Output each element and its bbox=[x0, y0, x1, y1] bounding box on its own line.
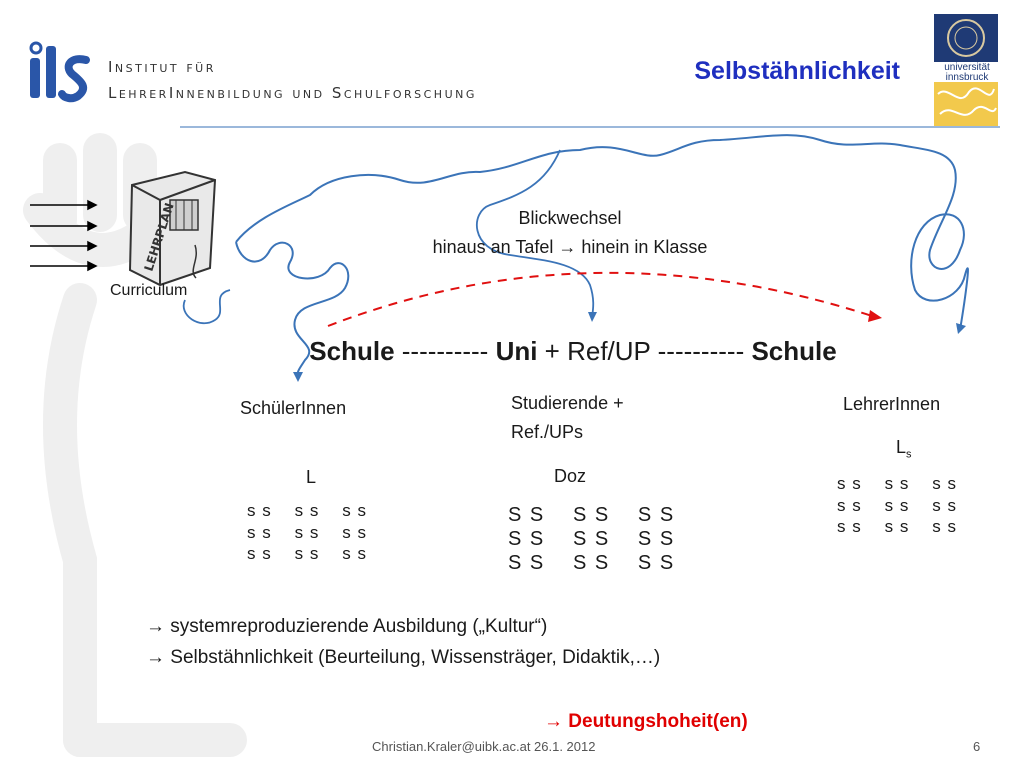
seat-row: S S S S S S bbox=[508, 552, 675, 574]
dash-2: ---------- bbox=[657, 336, 752, 366]
right-head-l: L bbox=[896, 437, 907, 457]
blickwechsel-title: Blickwechsel bbox=[518, 208, 622, 228]
left-head-l: L bbox=[306, 467, 317, 487]
dashed-arc-arrowhead bbox=[868, 310, 882, 322]
seat-row: s s s s s s bbox=[247, 501, 367, 520]
right-seat-grid: s s s s s s s s s s s s s s s s s s bbox=[837, 473, 957, 538]
wander-curve bbox=[235, 134, 969, 379]
seat-row: S S S S S S bbox=[508, 528, 675, 550]
ref-up-label: + Ref/UP bbox=[537, 336, 658, 366]
main-sequence-line: Schule ---------- Uni + Ref/UP ---------… bbox=[180, 336, 966, 367]
blickwechsel-block: Blickwechsel hinaus an Tafel → hinein in… bbox=[370, 204, 770, 262]
seat-row: s s s s s s bbox=[837, 517, 957, 536]
university-logo-text: universität innsbruck bbox=[944, 62, 990, 83]
bullet-item: → systemreproduzierende Ausbildung („Kul… bbox=[146, 616, 548, 637]
label-schuelerinnen: SchülerInnen bbox=[240, 398, 347, 418]
label-studierende-line1: Studierende + bbox=[511, 393, 624, 413]
slide-title: Selbstähnlichkeit bbox=[694, 57, 900, 85]
dash-1: ---------- bbox=[394, 336, 496, 366]
footer-author-date: Christian.Kraler@uibk.ac.at 26.1. 2012 bbox=[372, 739, 596, 754]
schule-end: Schule bbox=[751, 336, 837, 366]
seat-row: s s s s s s bbox=[247, 544, 367, 563]
schule-start: Schule bbox=[309, 336, 395, 366]
middle-head-doz: Doz bbox=[554, 466, 587, 486]
right-head-sub: s bbox=[906, 448, 912, 461]
seat-row: s s s s s s bbox=[837, 495, 957, 515]
label-studierende: Studierende + Ref./UPs bbox=[511, 389, 624, 447]
bullet-list: → systemreproduzierende Ausbildung („Kul… bbox=[146, 611, 660, 673]
seat-row: s s s s s s bbox=[247, 522, 367, 542]
label-lehrerinnen: LehrerInnen bbox=[843, 394, 941, 414]
left-seat-grid: s s s s s s s s s s s s s s s s s s bbox=[247, 500, 367, 565]
curve-arrowhead-2 bbox=[956, 323, 966, 334]
university-logo bbox=[934, 14, 998, 126]
input-arrows bbox=[30, 199, 98, 272]
middle-seat-grid: S S S S S S S S S S S S S S S S S S bbox=[508, 503, 675, 575]
curriculum-caption: Curriculum bbox=[110, 282, 188, 299]
right-head-ls: Ls bbox=[896, 437, 912, 461]
label-studierende-line2: Ref./UPs bbox=[511, 422, 584, 442]
uni-label: Uni bbox=[495, 336, 538, 366]
bullet-item: → Selbstähnlichkeit (Beurteilung, Wissen… bbox=[146, 647, 661, 668]
seat-row: s s s s s s bbox=[837, 474, 957, 493]
curve-arrowhead-3 bbox=[293, 372, 303, 382]
institute-line-1: Institut für bbox=[108, 58, 216, 76]
curve-branch bbox=[182, 149, 595, 325]
curve-arrowhead-1 bbox=[588, 312, 597, 322]
lehrplan-book-icon: LEHRPLAN bbox=[128, 170, 217, 287]
dashed-arc bbox=[327, 271, 873, 327]
institute-line-2: LehrerInnenbildung und Schulforschung bbox=[108, 84, 477, 102]
seat-row: S S S S S S bbox=[508, 504, 675, 526]
page-number: 6 bbox=[973, 739, 981, 754]
conclusion-deutungshoheit: → Deutungshoheit(en) bbox=[544, 711, 748, 732]
blickwechsel-subtitle: hinaus an Tafel → hinein in Klasse bbox=[432, 237, 708, 257]
ils-logo bbox=[26, 38, 96, 106]
